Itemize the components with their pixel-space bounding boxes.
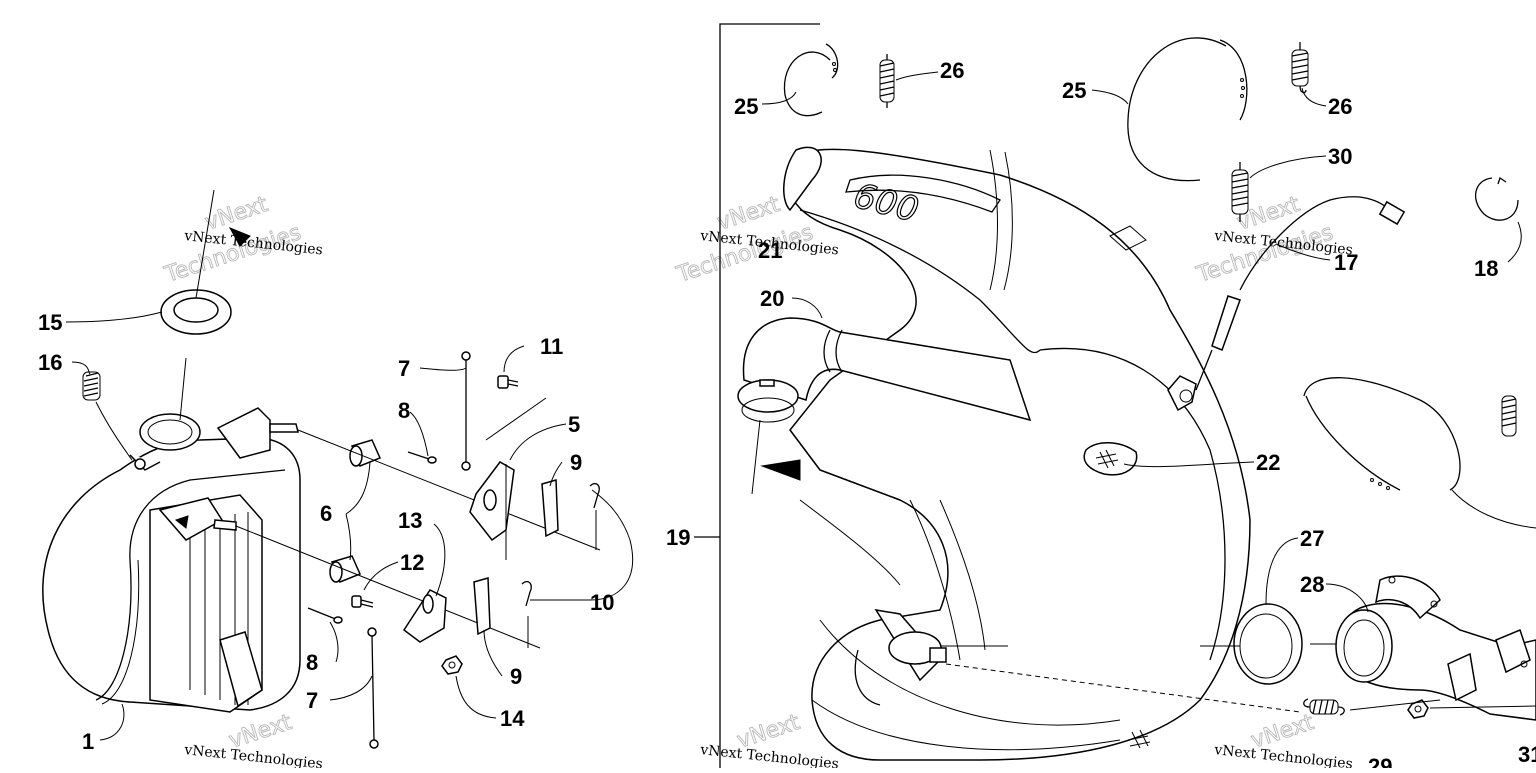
callout-5: 5 xyxy=(568,412,580,437)
mount-stud xyxy=(213,519,237,531)
band-clamp-small xyxy=(783,43,839,117)
bolt xyxy=(351,595,374,608)
callout-13: 13 xyxy=(398,508,422,533)
callout-31: 31 xyxy=(1518,742,1536,767)
callout-30: 30 xyxy=(1328,144,1352,169)
callout-12: 12 xyxy=(400,550,424,575)
leader-lines xyxy=(65,71,1536,741)
watermark-logo-top: vNext xyxy=(714,192,783,236)
tension-spring xyxy=(1291,42,1309,94)
muffler-inlet xyxy=(139,413,201,451)
callout-9: 9 xyxy=(510,664,522,689)
rod-bracket xyxy=(469,397,547,560)
callout-8: 8 xyxy=(306,650,318,675)
temperature-sensor xyxy=(1167,196,1406,412)
spring-hook xyxy=(134,458,146,470)
callout-21: 21 xyxy=(758,238,782,263)
tension-spring xyxy=(1501,395,1517,437)
outlet-flange xyxy=(854,608,947,706)
leader-line xyxy=(1349,699,1441,711)
callout-1: 1 xyxy=(82,729,94,754)
watermark-logo-bottom: Technologies xyxy=(673,220,816,288)
muffler-seam xyxy=(95,469,286,701)
chamber-body xyxy=(786,148,1251,761)
muffler-seam-inner xyxy=(101,559,140,705)
weld-mark-icon xyxy=(1083,442,1138,476)
cotter-pin xyxy=(307,607,343,624)
weld-mark-icon xyxy=(1127,729,1151,749)
leader-line xyxy=(1429,705,1536,709)
hairpin-clip xyxy=(589,482,600,509)
callout-7: 7 xyxy=(306,688,318,713)
cotter-pin xyxy=(407,451,437,464)
callout-20: 20 xyxy=(760,286,784,311)
callout-14: 14 xyxy=(500,706,525,731)
assembly-centerline xyxy=(945,663,1301,713)
muffler-assembly xyxy=(42,407,301,713)
hex-nut xyxy=(441,655,463,675)
callout-18: 18 xyxy=(1474,256,1498,281)
callout-28: 28 xyxy=(1300,572,1324,597)
grommet xyxy=(160,189,232,421)
direction-arrow-icon xyxy=(228,227,251,247)
exhaust-manifold xyxy=(1335,575,1536,721)
band-clamp-large xyxy=(1303,377,1461,491)
rubber-mount xyxy=(349,439,382,467)
spring-clip xyxy=(1474,177,1519,221)
support-rod xyxy=(367,627,379,749)
callout-15: 15 xyxy=(38,310,62,335)
assembly-group-bracket xyxy=(719,23,820,768)
tension-spring xyxy=(1231,162,1249,222)
callout-16: 16 xyxy=(38,350,62,375)
callout-29: 29 xyxy=(1368,754,1392,768)
support-rod xyxy=(461,351,471,471)
rubber-mount xyxy=(329,555,362,583)
tension-spring xyxy=(82,371,101,401)
callout-25: 25 xyxy=(1062,78,1086,103)
callout-9: 9 xyxy=(570,450,582,475)
bolt xyxy=(497,375,519,389)
callout-22: 22 xyxy=(1256,450,1280,475)
callout-25: 25 xyxy=(734,94,758,119)
callout-6: 6 xyxy=(320,501,332,526)
rear-mount-bracket xyxy=(216,407,271,459)
band-clamp-large xyxy=(1127,37,1248,182)
callout-7: 7 xyxy=(398,356,410,381)
callout-26: 26 xyxy=(1328,94,1352,119)
inlet-pipe xyxy=(737,317,1032,423)
lower-mount-bracket xyxy=(219,631,263,708)
mount-stud xyxy=(269,423,299,433)
callout-26: 26 xyxy=(940,58,964,83)
tension-spring xyxy=(879,54,895,108)
hairpin-clip xyxy=(521,580,532,607)
tension-spring xyxy=(1303,698,1345,716)
lock-plate xyxy=(473,577,491,636)
watermark-text: vNext Technologies xyxy=(1213,742,1354,768)
sealing-ring xyxy=(1233,603,1303,685)
callout-10: 10 xyxy=(590,590,614,615)
callout-8: 8 xyxy=(398,398,410,423)
expansion-chamber xyxy=(783,146,1251,761)
callout-19: 19 xyxy=(666,525,690,550)
hex-nut xyxy=(1407,699,1429,719)
chamber-inlet-cone xyxy=(783,146,822,212)
callout-17: 17 xyxy=(1334,250,1358,275)
flow-arrow-icon xyxy=(760,459,801,481)
callout-11: 11 xyxy=(540,334,563,359)
callout-27: 27 xyxy=(1300,526,1324,551)
